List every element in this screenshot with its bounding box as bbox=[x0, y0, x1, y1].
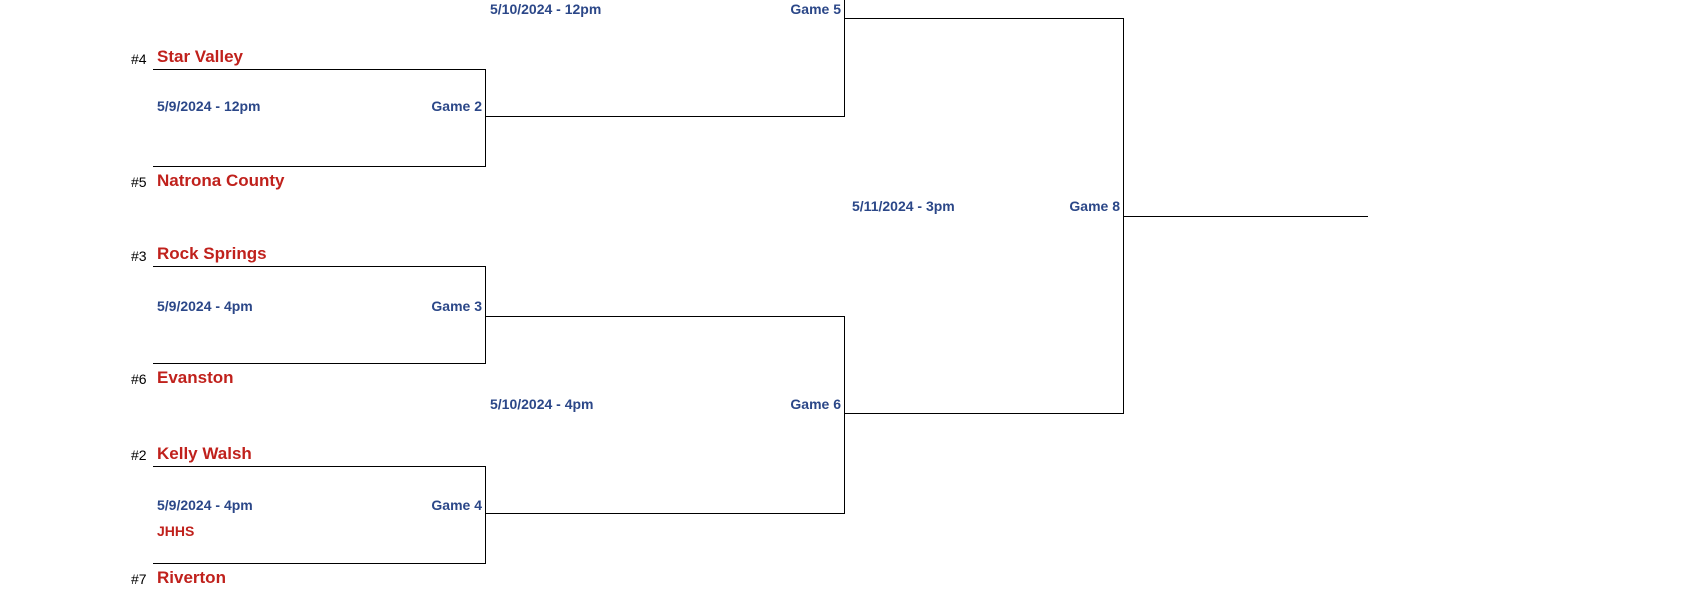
team-rock-springs: Rock Springs bbox=[157, 244, 267, 263]
game4-venue: JHHS bbox=[157, 523, 195, 539]
game4-date: 5/9/2024 - 4pm bbox=[157, 497, 253, 513]
game4-label: Game 4 bbox=[431, 497, 482, 513]
team-star-valley: Star Valley bbox=[157, 47, 244, 66]
game3-label: Game 3 bbox=[431, 298, 482, 314]
seed-rock-springs: #3 bbox=[131, 248, 147, 264]
seed-riverton: #7 bbox=[131, 571, 147, 587]
game5-date: 5/10/2024 - 12pm bbox=[490, 1, 602, 17]
seed-kelly-walsh: #2 bbox=[131, 447, 147, 463]
champion-line bbox=[1123, 216, 1368, 217]
game6-label: Game 6 bbox=[790, 396, 841, 412]
team-evanston: Evanston bbox=[157, 368, 234, 387]
game6-connector bbox=[844, 316, 845, 514]
team-riverton: Riverton bbox=[157, 568, 226, 587]
evanston-line bbox=[153, 363, 486, 364]
rock-springs-line bbox=[153, 266, 486, 267]
game3-date: 5/9/2024 - 4pm bbox=[157, 298, 253, 314]
team-kelly-walsh: Kelly Walsh bbox=[157, 444, 252, 463]
team-natrona-county: Natrona County bbox=[157, 171, 285, 190]
game2-connector bbox=[485, 69, 486, 167]
game6-date: 5/10/2024 - 4pm bbox=[490, 396, 594, 412]
game8-label: Game 8 bbox=[1069, 198, 1120, 214]
riverton-line bbox=[153, 563, 486, 564]
kelly-walsh-line bbox=[153, 466, 486, 467]
game5-connector bbox=[844, 0, 845, 117]
natrona-county-line bbox=[153, 166, 486, 167]
star-valley-line bbox=[153, 69, 486, 70]
game8-date: 5/11/2024 - 3pm bbox=[852, 198, 955, 214]
game5-label: Game 5 bbox=[790, 1, 841, 17]
game4-connector bbox=[485, 466, 486, 564]
game2-label: Game 2 bbox=[431, 98, 482, 114]
game2-winner-line bbox=[485, 116, 845, 117]
game6-winner-line bbox=[844, 413, 1124, 414]
seed-natrona-county: #5 bbox=[131, 174, 147, 190]
game4-winner-line bbox=[485, 513, 845, 514]
game3-connector bbox=[485, 266, 486, 364]
game2-date: 5/9/2024 - 12pm bbox=[157, 98, 261, 114]
seed-star-valley: #4 bbox=[131, 51, 147, 67]
game5-top-line bbox=[844, 18, 1124, 19]
seed-evanston: #6 bbox=[131, 371, 147, 387]
game3-winner-line bbox=[485, 316, 845, 317]
